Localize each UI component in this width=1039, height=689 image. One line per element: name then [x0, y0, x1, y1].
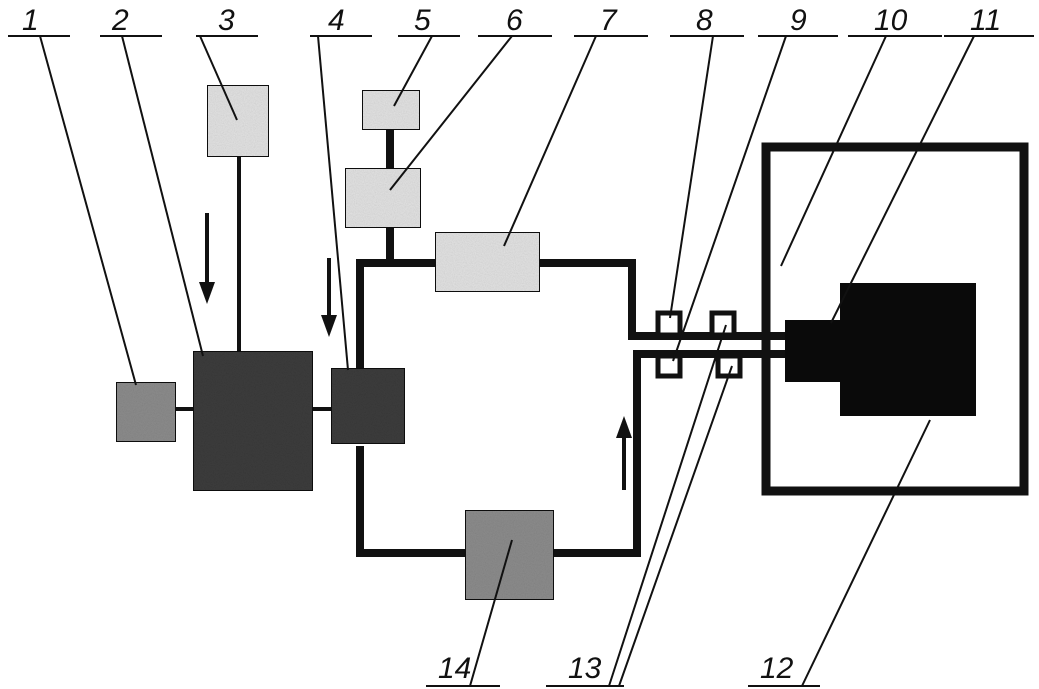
label-4: 4 — [328, 4, 345, 37]
pipes — [176, 130, 785, 557]
upper-pipe — [356, 259, 435, 368]
label-7: 7 — [600, 4, 618, 37]
block-5 — [361, 89, 421, 131]
lower-pipe-right — [554, 350, 785, 557]
block-6 — [344, 167, 422, 229]
down-arrow-2 — [321, 258, 337, 337]
label-10: 10 — [874, 4, 908, 37]
label-8: 8 — [696, 4, 713, 37]
leader-lines — [8, 35, 1034, 687]
block-2 — [192, 350, 314, 492]
object-12 — [840, 283, 976, 416]
sensor-8-lower — [655, 353, 683, 379]
sensors — [655, 310, 743, 379]
lower-pipe — [356, 446, 465, 557]
label-2: 2 — [111, 4, 129, 37]
down-arrow-1 — [199, 213, 215, 304]
block-4 — [330, 367, 406, 445]
label-14: 14 — [438, 652, 471, 685]
blocks — [115, 84, 555, 601]
label-5: 5 — [414, 4, 431, 37]
block-7 — [434, 231, 541, 293]
upper-pipe-right — [540, 259, 785, 340]
label-1: 1 — [22, 4, 39, 37]
label-11: 11 — [970, 4, 1001, 37]
label-9: 9 — [790, 4, 807, 37]
up-arrow — [616, 416, 632, 490]
part-labels: 1 2 3 4 5 6 7 8 9 10 11 14 13 12 — [22, 4, 1001, 685]
label-12: 12 — [760, 652, 794, 685]
block-14 — [464, 509, 555, 601]
block-1 — [115, 381, 177, 443]
flow-arrows — [199, 213, 632, 490]
sensor-8-upper — [655, 310, 683, 338]
block-3 — [206, 84, 270, 158]
label-3: 3 — [218, 4, 235, 37]
nozzle-11 — [785, 320, 843, 382]
label-13: 13 — [568, 652, 602, 685]
label-6: 6 — [506, 4, 523, 37]
